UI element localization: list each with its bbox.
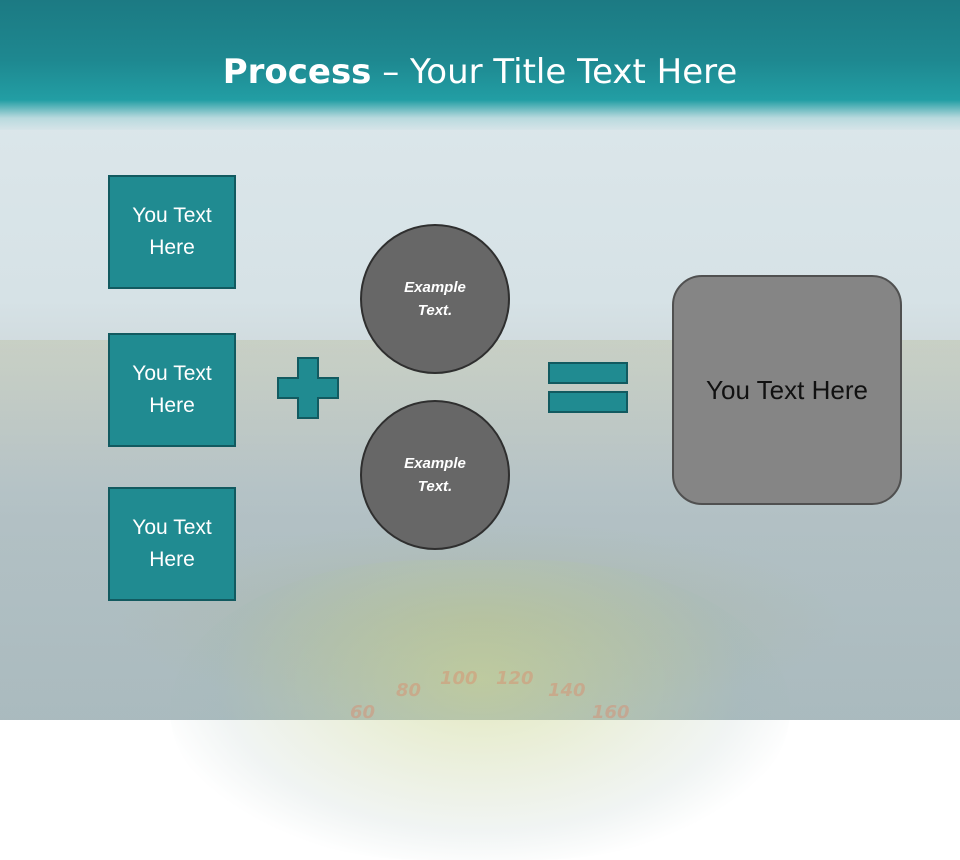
text-box-1[interactable]: You Text Here [108,175,236,289]
plus-icon [277,357,339,419]
circle-label: Example Text. [404,455,466,495]
text-box-3[interactable]: You Text Here [108,487,236,601]
gauge-number: 120 [496,668,534,689]
result-box[interactable]: You Text Here [672,275,902,505]
gauge-number: 100 [440,668,478,689]
gauge-number: 160 [592,702,630,723]
dashboard-background [170,560,790,860]
gauge-number: 140 [548,680,586,701]
title-bar [0,0,960,130]
equals-bar-top [548,362,628,384]
gauge-number: 60 [350,702,376,723]
title-rest: – Your Title Text Here [371,52,738,92]
example-circle-1[interactable]: Example Text. [360,224,510,374]
circle-label: Example Text. [404,279,466,319]
slide-title: Process – Your Title Text Here [0,52,960,92]
gauge-number: 80 [396,680,422,701]
example-circle-2[interactable]: Example Text. [360,400,510,550]
equals-bar-bottom [548,391,628,413]
title-bold: Process [222,52,372,92]
text-box-2[interactable]: You Text Here [108,333,236,447]
